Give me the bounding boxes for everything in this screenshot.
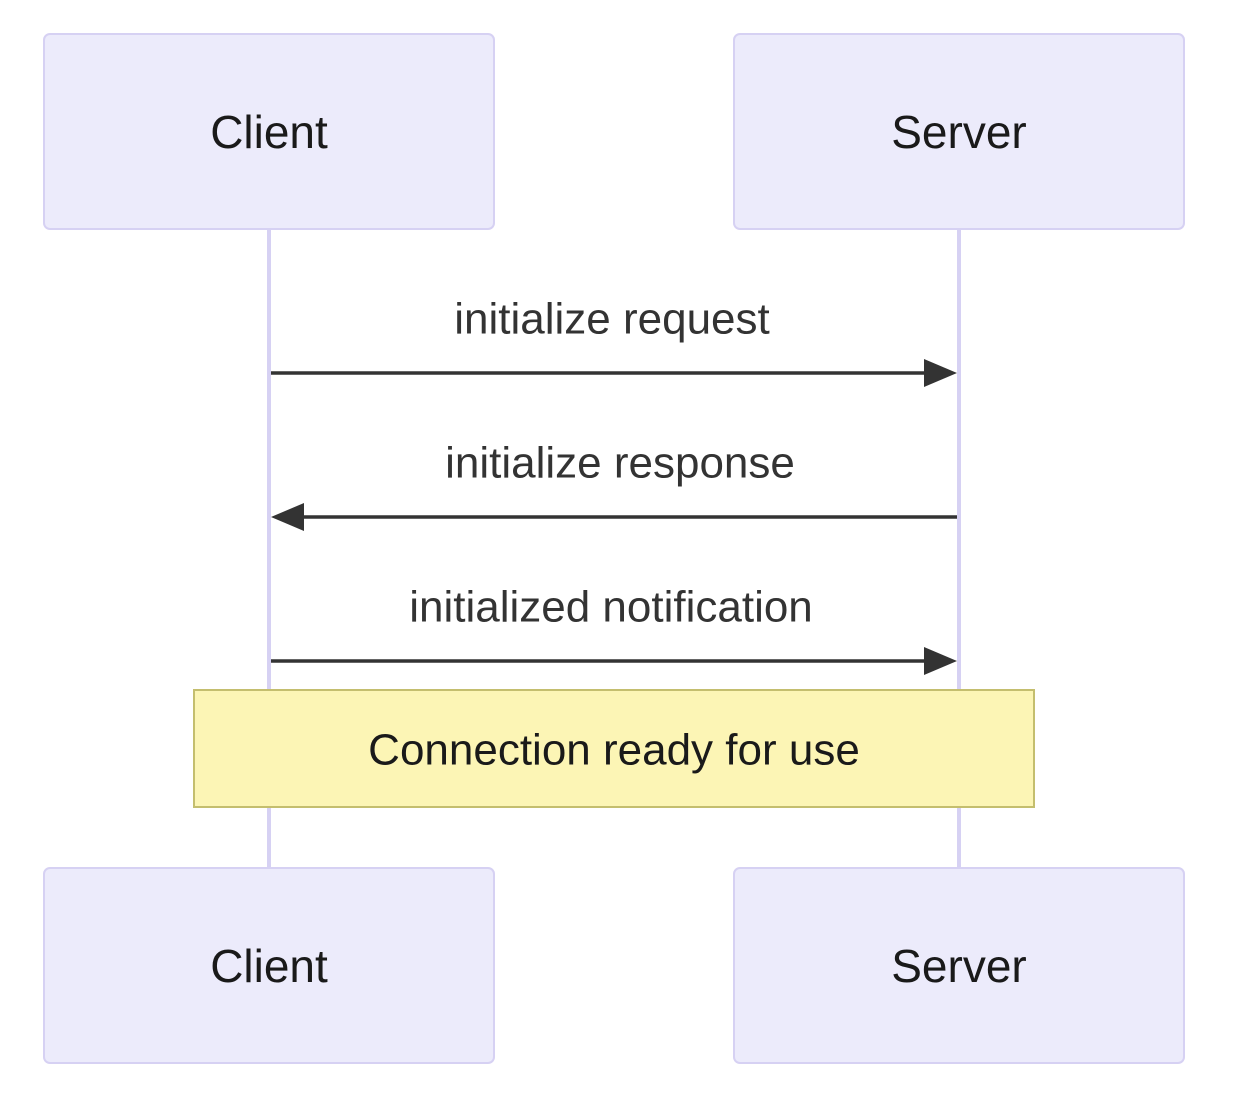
message-label: initialize request [454, 295, 770, 344]
message-label: initialize response [445, 439, 795, 488]
arrowhead-right-icon [924, 647, 957, 675]
client-actor-bottom-box [43, 867, 495, 1064]
client-actor-top-label: Client [210, 106, 328, 158]
client-actor-bottom-label: Client [210, 940, 328, 992]
server-actor-top-box [733, 33, 1185, 230]
message-initialize-request: initialize request [271, 295, 957, 387]
message-initialized-notification: initialized notification [271, 583, 957, 675]
server-actor-bottom-label: Server [891, 940, 1026, 992]
server-actor-top-label: Server [891, 106, 1026, 158]
arrowhead-right-icon [924, 359, 957, 387]
client-actor-top: Client [43, 33, 495, 230]
server-actor-top: Server [733, 33, 1185, 230]
server-actor-bottom: Server [733, 867, 1185, 1064]
note-connection-ready: Connection ready for use [193, 689, 1035, 808]
server-actor-bottom-box [733, 867, 1185, 1064]
note-label: Connection ready for use [368, 726, 860, 775]
client-actor-bottom: Client [43, 867, 495, 1064]
client-actor-top-box [43, 33, 495, 230]
message-label: initialized notification [409, 583, 813, 632]
message-initialize-response: initialize response [271, 439, 957, 531]
note-box [193, 689, 1035, 808]
arrowhead-left-icon [271, 503, 304, 531]
